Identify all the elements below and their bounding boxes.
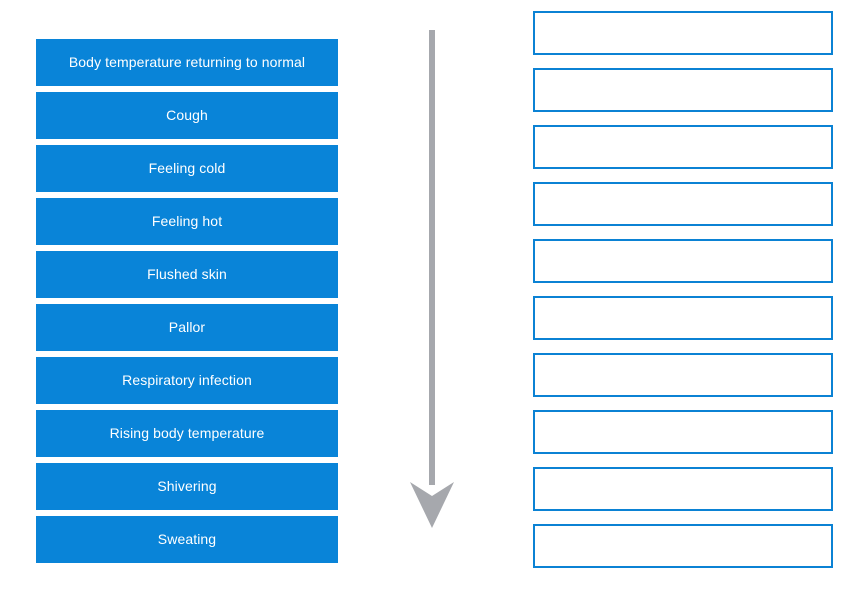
target-box[interactable] xyxy=(533,296,833,340)
target-box[interactable] xyxy=(533,125,833,169)
source-tile-label: Body temperature returning to normal xyxy=(68,54,306,70)
source-tile-label: Sweating xyxy=(157,531,217,547)
arrow-column xyxy=(404,30,464,532)
source-tile[interactable]: Shivering xyxy=(36,463,338,510)
source-tile[interactable]: Pallor xyxy=(36,304,338,351)
source-tile[interactable]: Rising body temperature xyxy=(36,410,338,457)
source-tile[interactable]: Cough xyxy=(36,92,338,139)
source-tile-list: Body temperature returning to normal Cou… xyxy=(36,39,338,569)
source-tile-label: Feeling hot xyxy=(151,213,223,229)
source-tile-label: Feeling cold xyxy=(148,160,226,176)
target-box[interactable] xyxy=(533,353,833,397)
target-box[interactable] xyxy=(533,68,833,112)
target-box-list xyxy=(533,11,833,581)
arrow-down-icon xyxy=(410,30,454,528)
source-tile[interactable]: Flushed skin xyxy=(36,251,338,298)
source-tile[interactable]: Body temperature returning to normal xyxy=(36,39,338,86)
source-tile[interactable]: Respiratory infection xyxy=(36,357,338,404)
target-box[interactable] xyxy=(533,239,833,283)
target-box[interactable] xyxy=(533,11,833,55)
source-tile-label: Pallor xyxy=(168,319,206,335)
source-tile[interactable]: Sweating xyxy=(36,516,338,563)
target-box[interactable] xyxy=(533,182,833,226)
source-tile[interactable]: Feeling hot xyxy=(36,198,338,245)
target-box[interactable] xyxy=(533,410,833,454)
target-box[interactable] xyxy=(533,467,833,511)
source-tile-label: Shivering xyxy=(157,478,217,494)
source-tile-label: Flushed skin xyxy=(147,266,227,282)
source-tile[interactable]: Feeling cold xyxy=(36,145,338,192)
source-tile-label: Respiratory infection xyxy=(122,372,252,388)
target-box[interactable] xyxy=(533,524,833,568)
source-tile-label: Rising body temperature xyxy=(109,425,265,441)
source-tile-label: Cough xyxy=(166,107,208,123)
